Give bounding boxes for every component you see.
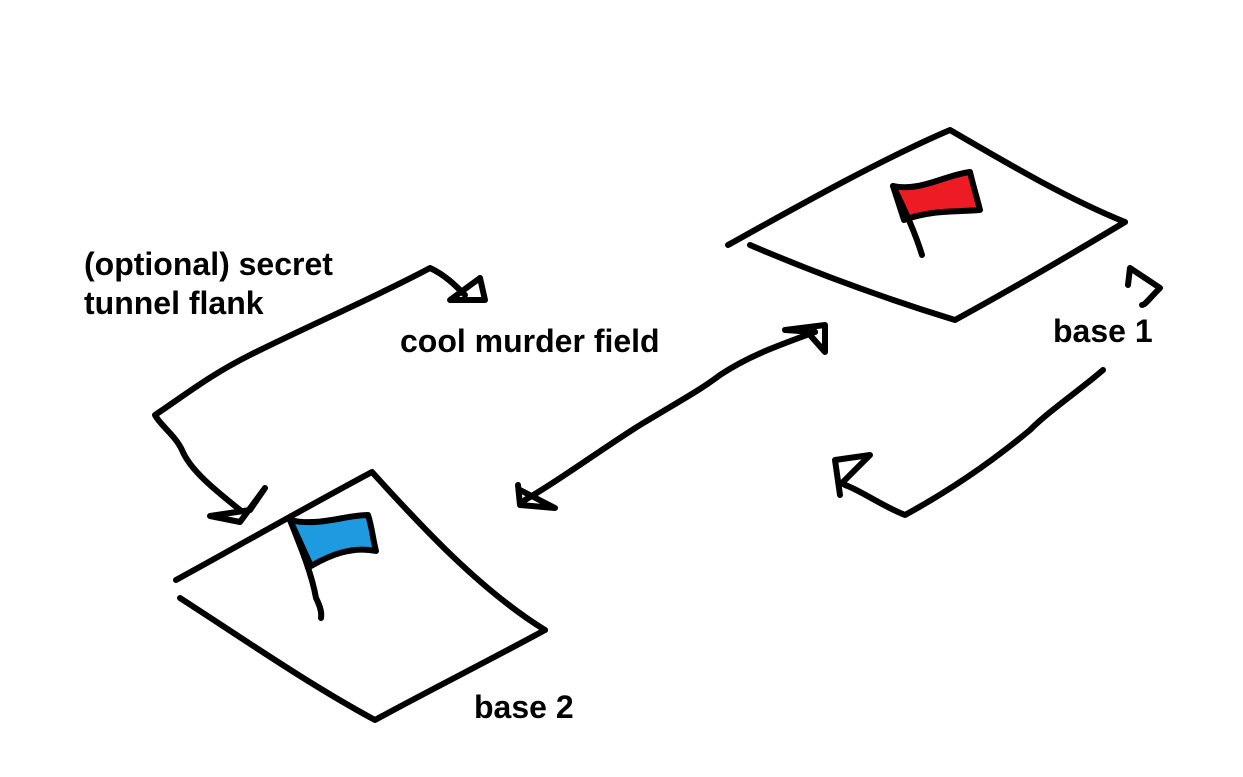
tunnel-label-line1: (optional) secret bbox=[84, 246, 333, 282]
base-1-flag-icon bbox=[890, 169, 983, 258]
base-2-platform bbox=[173, 469, 548, 723]
double-arrow-field bbox=[515, 322, 828, 511]
tunnel-label-line2: tunnel flank bbox=[84, 285, 264, 321]
base-2-flag-icon bbox=[287, 512, 379, 621]
tunnel-flank-arrow bbox=[152, 265, 488, 525]
base-1-return-arrow bbox=[832, 265, 1163, 518]
base-2-label: base 2 bbox=[474, 689, 574, 725]
base-1-label: base 1 bbox=[1053, 313, 1153, 349]
field-label: cool murder field bbox=[400, 323, 660, 359]
base-1-platform bbox=[725, 127, 1128, 323]
